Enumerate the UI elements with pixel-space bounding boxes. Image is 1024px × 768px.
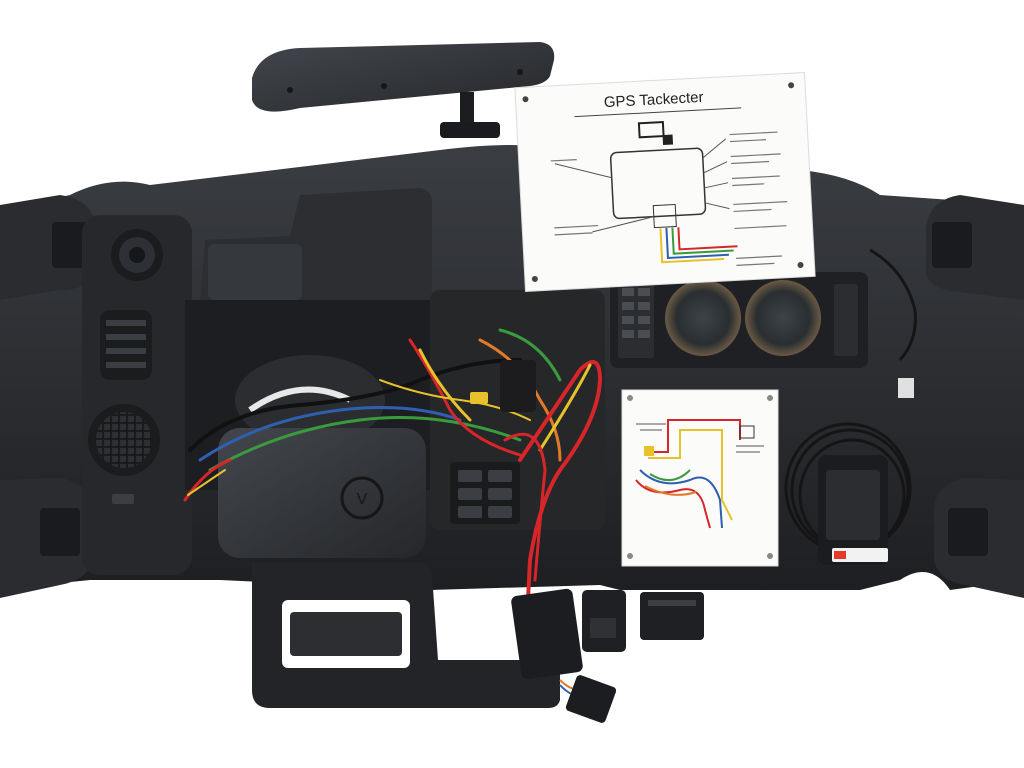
airbag-cover: V <box>218 428 426 558</box>
rear-view-mirror <box>252 42 555 138</box>
diagram-illegible-labels-small <box>636 423 764 453</box>
relay-module <box>500 360 536 412</box>
dash-side-switch <box>112 494 134 504</box>
radio-head-unit <box>610 272 868 368</box>
svg-text:V: V <box>357 491 368 508</box>
wiring-diagram-sheet-top: GPS Tackecter <box>514 72 816 292</box>
white-cable <box>248 386 352 413</box>
loose-connector-small <box>582 590 626 652</box>
lower-console-tray <box>252 562 560 708</box>
left-round-vent <box>111 229 163 281</box>
upper-panel-cover <box>200 188 432 318</box>
left-slot-vent <box>100 310 152 380</box>
diagram-title: GPS Tackecter <box>603 89 704 111</box>
loose-module-red-wire <box>511 588 583 680</box>
diagram-illegible-labels <box>550 131 788 266</box>
plug-with-wires <box>559 675 617 723</box>
gps-tracker-device <box>818 455 888 565</box>
right-clip <box>898 378 914 398</box>
wiring-harness <box>183 328 603 602</box>
yellow-connector <box>470 392 488 404</box>
loose-relay-block <box>640 592 704 640</box>
wiring-diagram-sheet-bottom <box>621 389 779 567</box>
left-grille-vent <box>88 404 160 476</box>
